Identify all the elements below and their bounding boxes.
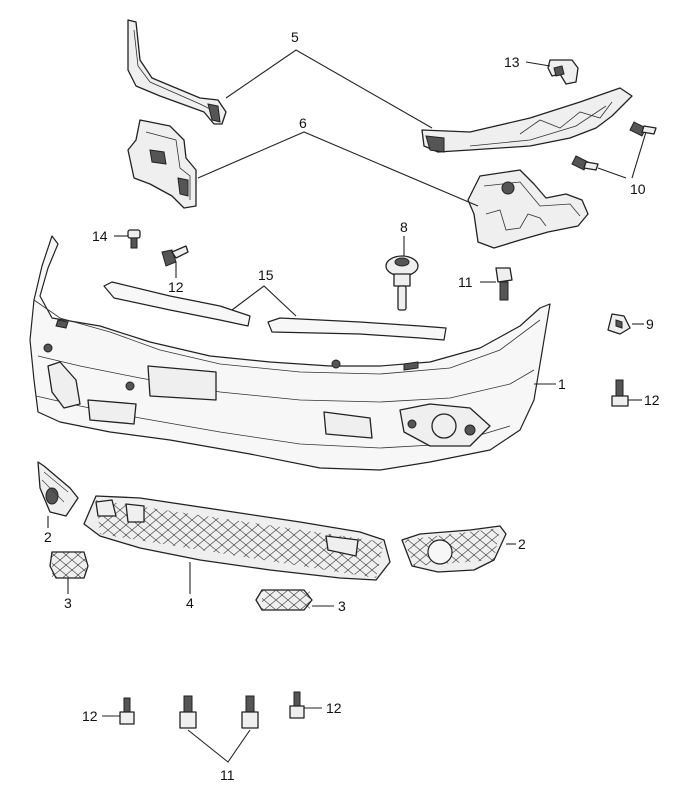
callout-4: 4 — [186, 595, 194, 611]
callout-3-left: 3 — [64, 595, 72, 611]
callout-2-right: 2 — [518, 536, 526, 552]
callout-12-right: 12 — [644, 392, 660, 408]
callout-9: 9 — [646, 316, 654, 332]
trim-strip-right-part — [267, 317, 447, 341]
callout-12-bottom-left: 12 — [82, 708, 98, 724]
callout-12-top: 12 — [168, 279, 184, 295]
holder-left-part — [127, 119, 197, 209]
bolt-12-right-part — [611, 379, 629, 407]
callout-14: 14 — [92, 228, 108, 244]
leader-lines — [47, 49, 647, 763]
fog-grille-right-part — [401, 525, 507, 573]
bracket-left-part — [127, 19, 227, 125]
holder-right-part — [467, 169, 589, 249]
bracket-right-part — [421, 87, 633, 153]
plug-8-part — [385, 255, 419, 311]
screw-10-lower-part — [571, 155, 599, 171]
callout-15: 15 — [258, 267, 274, 283]
fog-grille-left-part — [37, 461, 79, 517]
callout-2-left: 2 — [44, 529, 52, 545]
bumper-cover-part — [29, 235, 551, 471]
bolt-11-mid-part — [495, 267, 513, 301]
callout-8: 8 — [400, 219, 408, 235]
bolt-14-part — [127, 229, 141, 249]
callout-5: 5 — [291, 29, 299, 45]
bolt-12-bottom-left-part — [119, 697, 135, 725]
bolt-11-bottom-a-part — [179, 695, 197, 729]
honeycomb-insert-right-part — [255, 589, 313, 611]
callout-13: 13 — [504, 54, 520, 70]
trim-strip-left-part — [103, 281, 251, 327]
clip-part — [547, 59, 579, 85]
callout-11-mid: 11 — [458, 274, 473, 290]
bolt-12-bottom-right-part — [289, 691, 305, 719]
bolt-11-bottom-b-part — [241, 695, 259, 729]
honeycomb-insert-left-part — [49, 551, 89, 579]
lower-grille-part — [83, 495, 391, 581]
callout-12-bottom-right: 12 — [326, 700, 342, 716]
callout-6: 6 — [299, 115, 307, 131]
callout-11-bottom: 11 — [220, 767, 235, 783]
callout-10: 10 — [630, 181, 646, 197]
callout-3-right: 3 — [338, 598, 346, 614]
screw-10-upper-part — [629, 121, 657, 137]
nut-9-part — [607, 313, 631, 335]
callout-1: 1 — [558, 376, 566, 392]
bolt-12-top-part — [161, 245, 189, 267]
